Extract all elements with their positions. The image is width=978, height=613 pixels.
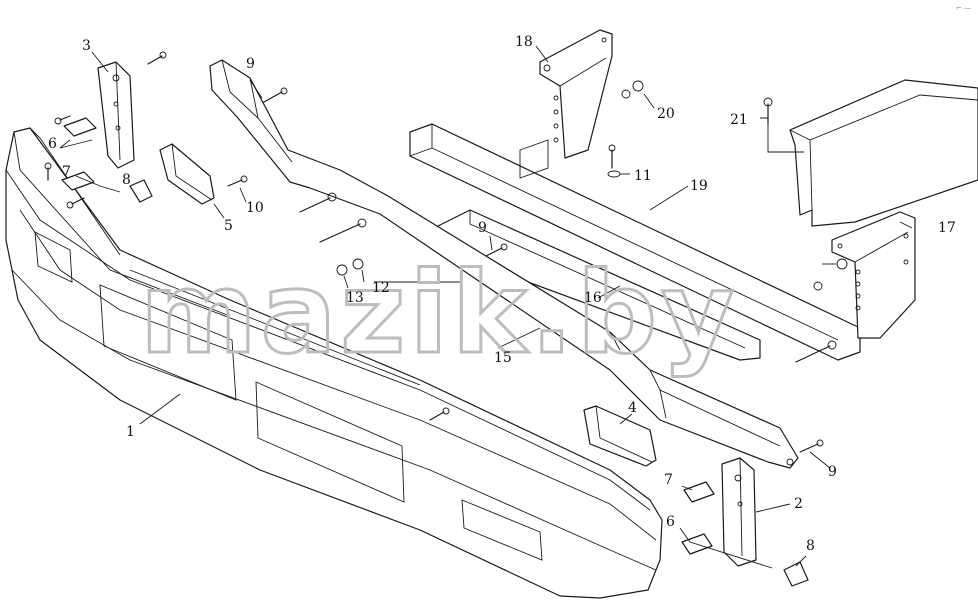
callout-17: 18 <box>515 34 533 50</box>
callout-16: 17 <box>938 220 956 236</box>
callout-10: 10 <box>246 200 264 216</box>
part-left-bracket <box>539 29 613 159</box>
callout-19: 20 <box>657 106 675 122</box>
callout-18: 19 <box>690 178 708 194</box>
part-frame-rail <box>789 79 978 227</box>
part-right-strap <box>721 457 757 567</box>
callout-4: 4 <box>628 400 637 416</box>
corner-mark: ⌐ — <box>956 4 971 12</box>
part-crossbar <box>409 123 861 361</box>
callout-6-left: 6 <box>48 136 57 152</box>
watermark: mazik.by <box>140 249 738 379</box>
callout-3: 3 <box>82 38 91 54</box>
part-left-strap <box>97 61 135 169</box>
callout-6-right: 6 <box>666 514 675 530</box>
callout-7-left: 7 <box>62 164 71 180</box>
callout-5: 5 <box>224 218 233 234</box>
callout-15: 16 <box>584 290 602 306</box>
callout-13: 13 <box>346 290 364 306</box>
part-upper-strip <box>209 59 799 469</box>
callout-12: 12 <box>372 280 390 296</box>
fasteners <box>44 51 848 453</box>
callout-11: 11 <box>634 168 652 184</box>
part-right-bracket <box>831 211 916 339</box>
callout-1: 1 <box>126 424 135 440</box>
part-bumper <box>5 127 663 599</box>
callout-8-left: 8 <box>122 172 131 188</box>
callout-20: 21 <box>730 112 748 128</box>
callout-14: 15 <box>494 350 512 366</box>
leader-lines <box>59 45 913 569</box>
callout-8-right: 8 <box>806 538 815 554</box>
callout-9-right: 9 <box>828 464 837 480</box>
part-lamp-right <box>583 405 657 467</box>
callout-9-top: 9 <box>246 56 255 72</box>
callout-2: 2 <box>794 496 803 512</box>
callout-9-mid: 9 <box>478 220 487 236</box>
callout-labels: 3 18 9 20 21 6 7 8 11 19 10 5 17 9 12 13… <box>48 34 956 554</box>
part-lamp-left <box>159 143 215 205</box>
callout-7-right: 7 <box>664 472 673 488</box>
